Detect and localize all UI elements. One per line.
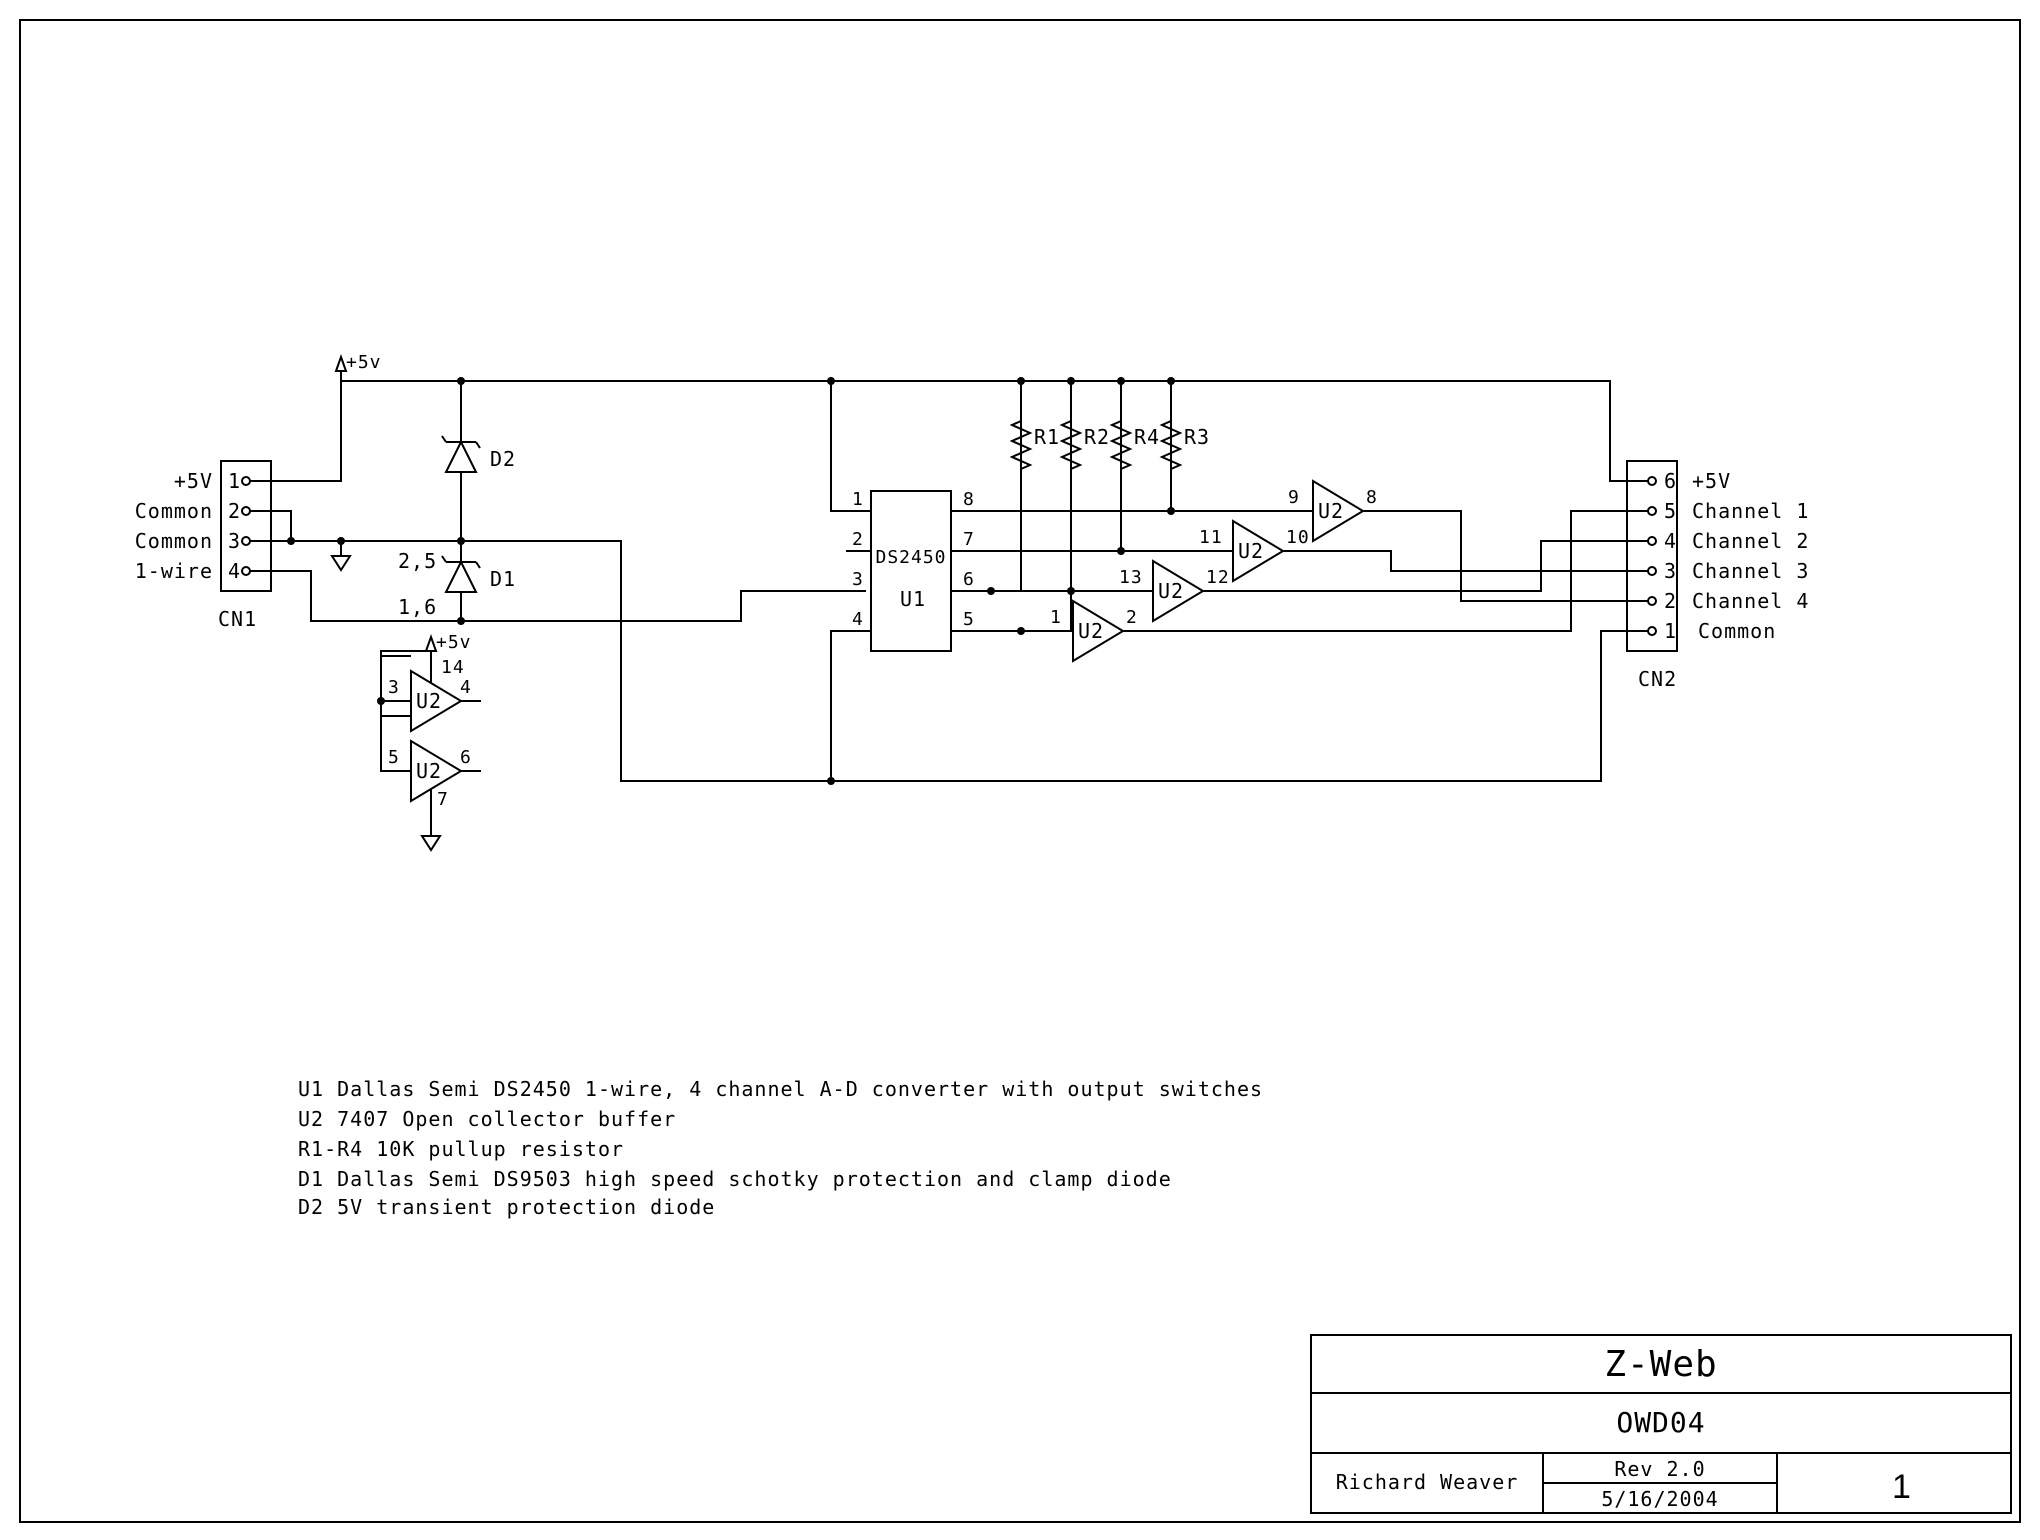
buffer-pin: 2 bbox=[1126, 607, 1138, 628]
u2-power-pins: +5v 14 7 bbox=[424, 632, 472, 810]
cn1-pin-num: 4 bbox=[228, 559, 241, 583]
title-sheet-number: 1 bbox=[1892, 1468, 1912, 1506]
u2-gnd-pin: 7 bbox=[437, 789, 449, 810]
buffer-ref: U2 bbox=[1238, 539, 1264, 563]
buffer-pin: 4 bbox=[460, 677, 472, 698]
cn2-pin-label: Common bbox=[1698, 619, 1776, 643]
buffer-u2-5-6: U2 5 6 bbox=[388, 739, 472, 803]
component-notes: U1 Dallas Semi DS2450 1-wire, 4 channel … bbox=[298, 1077, 1263, 1219]
title-author: Richard Weaver bbox=[1336, 1470, 1519, 1494]
junctions bbox=[287, 377, 1175, 785]
d2-ref: D2 bbox=[490, 447, 516, 471]
buffer-u2-3-4: U2 3 4 bbox=[388, 669, 472, 733]
title-date: 5/16/2004 bbox=[1601, 1487, 1718, 1511]
ground-symbol bbox=[330, 555, 352, 572]
d1-pin-label: 1,6 bbox=[398, 595, 437, 619]
resistor-r1: R1 bbox=[1009, 420, 1060, 470]
cn1-pin-num: 2 bbox=[228, 499, 241, 523]
ground-symbol-u2 bbox=[420, 835, 442, 852]
resistor-ref: R4 bbox=[1134, 425, 1160, 449]
cn2-pin-num: 3 bbox=[1664, 559, 1677, 583]
buffer-ref: U2 bbox=[1078, 619, 1104, 643]
u1-pin: 5 bbox=[963, 609, 975, 630]
connector-cn2: 6 5 4 3 2 1 +5V Channel 1 Channel 2 Chan… bbox=[1626, 460, 1809, 691]
cn2-pin-label: Channel 4 bbox=[1692, 589, 1809, 613]
buffer-pin: 10 bbox=[1286, 527, 1310, 548]
diode-d2: D2 bbox=[441, 435, 516, 473]
u1-part: DS2450 bbox=[875, 547, 946, 568]
resistor-r4: R4 bbox=[1109, 420, 1160, 470]
note-line: U2 7407 Open collector buffer bbox=[298, 1107, 676, 1131]
cn2-ref: CN2 bbox=[1638, 667, 1677, 691]
u1-pin: 4 bbox=[852, 609, 864, 630]
buffer-pin: 5 bbox=[388, 747, 400, 768]
ic-u1-ds2450: DS2450 U1 1 2 3 4 8 7 6 5 bbox=[852, 489, 975, 652]
cn2-pin-label: Channel 2 bbox=[1692, 529, 1809, 553]
title-block: Z-Web OWD04 Richard Weaver Rev 2.0 5/16/… bbox=[1310, 1334, 2012, 1514]
buffer-pin: 12 bbox=[1206, 567, 1230, 588]
cn2-pin-num: 2 bbox=[1664, 589, 1677, 613]
u1-pin: 1 bbox=[852, 489, 864, 510]
power-label: +5v bbox=[346, 352, 382, 373]
d1-ref: D1 bbox=[490, 567, 516, 591]
u2-vcc-label: +5v bbox=[436, 632, 472, 653]
diode-d1: D1 2,5 1,6 bbox=[398, 549, 516, 619]
cn2-pin-num: 5 bbox=[1664, 499, 1677, 523]
cn2-pin-label: Channel 1 bbox=[1692, 499, 1809, 523]
buffer-pin: 6 bbox=[460, 747, 472, 768]
cn2-pin-label: +5V bbox=[1692, 469, 1731, 493]
buffer-ref: U2 bbox=[416, 689, 442, 713]
buffer-pin: 9 bbox=[1288, 487, 1300, 508]
buffer-u2-11-10: U2 11 10 bbox=[1199, 519, 1310, 583]
power-symbol-5v: +5v bbox=[334, 352, 382, 373]
connector-cn1: 1 2 3 4 +5V Common Common 1-wire CN1 bbox=[135, 460, 272, 631]
resistor-ref: R2 bbox=[1084, 425, 1110, 449]
note-line: D2 5V transient protection diode bbox=[298, 1195, 715, 1219]
cn2-pin-num: 4 bbox=[1664, 529, 1677, 553]
cn1-pin-label: Common bbox=[135, 529, 213, 553]
resistor-r2: R2 bbox=[1059, 420, 1110, 470]
buffer-pin: 8 bbox=[1366, 487, 1378, 508]
note-line: R1-R4 10K pullup resistor bbox=[298, 1137, 624, 1161]
u1-pin: 8 bbox=[963, 489, 975, 510]
wires bbox=[246, 371, 1652, 836]
resistor-r3: R3 bbox=[1159, 420, 1210, 470]
title-company: Z-Web bbox=[1604, 1344, 1717, 1385]
cn2-pin-label: Channel 3 bbox=[1692, 559, 1809, 583]
note-line: D1 Dallas Semi DS9503 high speed schotky… bbox=[298, 1167, 1172, 1191]
buffer-pin: 11 bbox=[1199, 527, 1223, 548]
buffer-u2-13-12: U2 13 12 bbox=[1119, 559, 1230, 623]
u1-pin: 7 bbox=[963, 529, 975, 550]
buffer-ref: U2 bbox=[416, 759, 442, 783]
cn1-pin-num: 3 bbox=[228, 529, 241, 553]
cn1-pin-label: Common bbox=[135, 499, 213, 523]
title-drawing: OWD04 bbox=[1616, 1406, 1705, 1439]
buffer-ref: U2 bbox=[1318, 499, 1344, 523]
resistor-ref: R3 bbox=[1184, 425, 1210, 449]
u1-pin: 2 bbox=[852, 529, 864, 550]
resistor-ref: R1 bbox=[1034, 425, 1060, 449]
sheet-border bbox=[19, 19, 2021, 1523]
note-line: U1 Dallas Semi DS2450 1-wire, 4 channel … bbox=[298, 1077, 1263, 1101]
d1-pin-label: 2,5 bbox=[398, 549, 437, 573]
u1-pin: 3 bbox=[852, 569, 864, 590]
buffer-u2-9-8: U2 9 8 bbox=[1288, 479, 1378, 543]
u1-ref: U1 bbox=[900, 587, 926, 611]
buffer-pin: 13 bbox=[1119, 567, 1143, 588]
cn2-pin-num: 1 bbox=[1664, 619, 1677, 643]
u2-vcc-pin: 14 bbox=[441, 657, 465, 678]
buffer-u2-1-2: U2 1 2 bbox=[1050, 599, 1138, 663]
u1-pin: 6 bbox=[963, 569, 975, 590]
cn2-pin-num: 6 bbox=[1664, 469, 1677, 493]
cn1-ref: CN1 bbox=[218, 607, 257, 631]
cn1-pin-label: +5V bbox=[174, 469, 213, 493]
buffer-ref: U2 bbox=[1158, 579, 1184, 603]
buffer-pin: 3 bbox=[388, 677, 400, 698]
cn1-pin-label: 1-wire bbox=[135, 559, 213, 583]
buffer-pin: 1 bbox=[1050, 607, 1062, 628]
title-rev: Rev 2.0 bbox=[1614, 1457, 1705, 1481]
cn1-pin-num: 1 bbox=[228, 469, 241, 493]
